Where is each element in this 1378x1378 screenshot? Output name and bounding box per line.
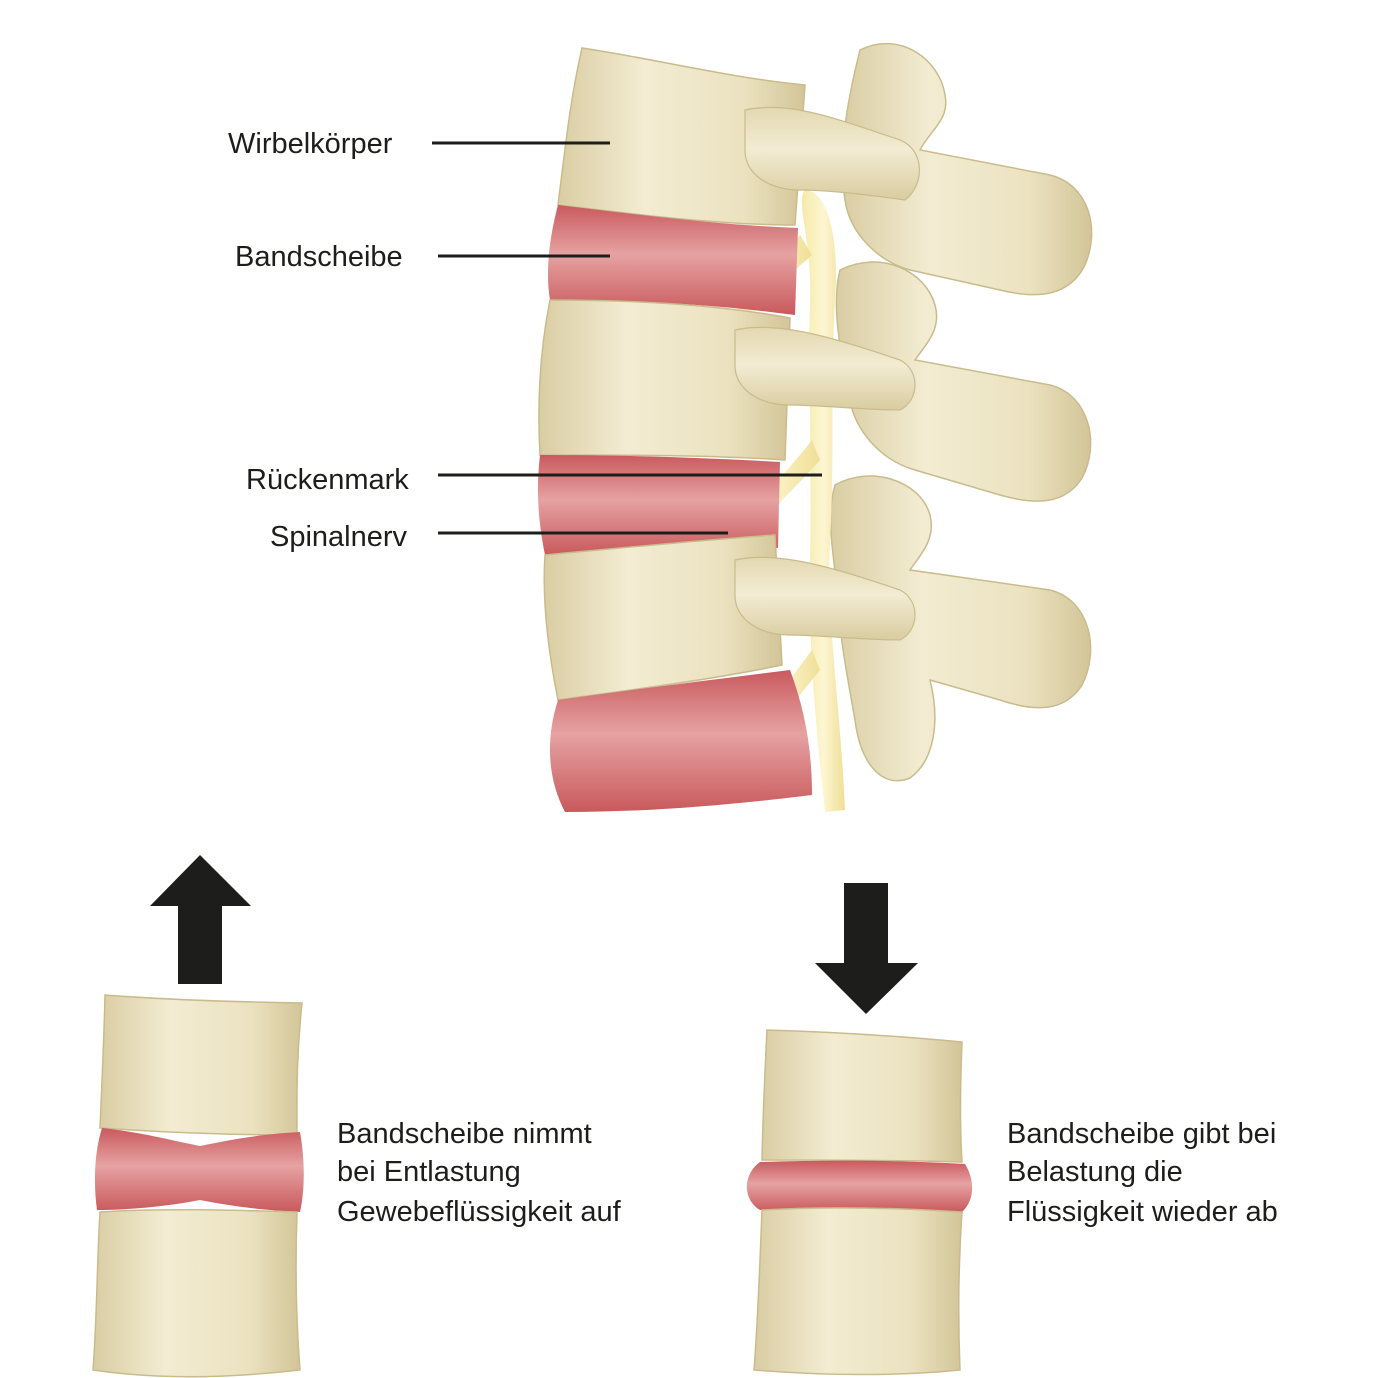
caption-relief-line-1: Bandscheibe nimmt [337, 1118, 592, 1150]
label-vertebral-body: Wirbelkörper [228, 128, 610, 160]
spine-segment [537, 42, 1093, 812]
label-disc: Bandscheibe [235, 241, 610, 273]
relief-vertebra-bottom [92, 1208, 301, 1378]
caption-load-line-2: Belastung die [1007, 1156, 1183, 1188]
load-disc [746, 1160, 973, 1212]
caption-relief: Bandscheibe nimmt bei Entlastung Gewebef… [337, 1118, 622, 1228]
vertebral-body-1 [557, 47, 920, 226]
vertebral-body-2 [538, 299, 916, 461]
caption-load-line-3: Flüssigkeit wieder ab [1007, 1196, 1278, 1228]
intervertebral-disc-1 [547, 205, 798, 315]
spinous-process-top [841, 42, 1093, 296]
intervertebral-disc-2 [537, 455, 780, 555]
relief-disc [94, 1128, 304, 1212]
caption-relief-line-2: bei Entlastung [337, 1156, 521, 1188]
label-spinal-cord: Rückenmark [246, 464, 822, 496]
svg-text:Wirbelkörper: Wirbelkörper [228, 128, 393, 160]
label-spinal-nerve: Spinalnerv [270, 521, 728, 553]
load-vertebra-top [761, 1029, 963, 1163]
load-vertebra-bottom [753, 1207, 963, 1376]
arrow-down-icon [815, 883, 918, 1014]
caption-relief-line-3: Gewebeflüssigkeit auf [337, 1196, 622, 1228]
arrow-up-icon [150, 855, 251, 984]
intervertebral-disc-3 [549, 670, 812, 812]
svg-text:Rückenmark: Rückenmark [246, 464, 409, 496]
vertebral-body-3 [543, 534, 916, 701]
caption-load: Bandscheibe gibt bei Belastung die Flüss… [1007, 1118, 1278, 1228]
load-segment [746, 1029, 973, 1376]
relief-vertebra-top [99, 994, 303, 1136]
svg-text:Bandscheibe: Bandscheibe [235, 241, 403, 273]
caption-load-line-1: Bandscheibe gibt bei [1007, 1118, 1276, 1150]
relief-segment [92, 994, 304, 1378]
svg-text:Spinalnerv: Spinalnerv [270, 521, 408, 553]
